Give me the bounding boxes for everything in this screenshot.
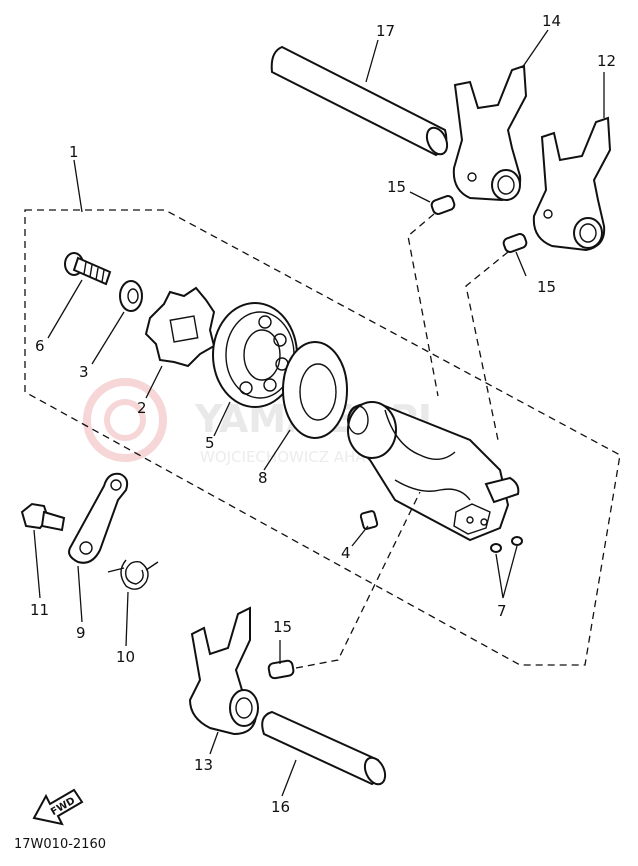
diagram-code: 17W010-2160 — [14, 837, 106, 852]
callout-3: 3 — [79, 363, 89, 381]
washer-8 — [282, 341, 348, 439]
washer-3 — [119, 280, 143, 312]
callout-16: 16 — [271, 798, 290, 816]
pin-4 — [359, 510, 379, 530]
guide-pin-lower — [267, 659, 295, 680]
callout-15-upper-left: 15 — [387, 178, 406, 196]
torsion-spring-10 — [107, 559, 159, 590]
callout-1: 1 — [69, 143, 79, 161]
shift-shaft-upper — [270, 45, 449, 157]
shift-drum — [346, 401, 520, 542]
shift-fork-12 — [532, 116, 612, 252]
callout-15-upper-right: 15 — [537, 278, 556, 296]
shift-shaft-lower — [261, 710, 387, 786]
bolt-11 — [20, 502, 66, 532]
callout-10: 10 — [116, 648, 135, 666]
watermark-sub-text: WOJCIECHOWICZ AHA — [200, 448, 366, 466]
guide-pin-upper-right — [502, 233, 528, 253]
callout-7: 7 — [497, 602, 507, 620]
callout-2: 2 — [137, 399, 147, 417]
callout-17: 17 — [376, 22, 395, 40]
watermark-logo-icon — [83, 378, 167, 462]
assembly-boundary — [24, 209, 621, 666]
shift-fork-14 — [452, 64, 528, 202]
pins-7 — [490, 536, 523, 553]
callout-9: 9 — [76, 624, 86, 642]
callout-labels: 1 2 3 4 5 6 7 8 9 10 11 12 13 14 15 15 1… — [30, 12, 616, 816]
leader-lines — [33, 29, 605, 797]
stopper-lever-9 — [68, 472, 129, 564]
callout-15-lower: 15 — [273, 618, 292, 636]
callout-6: 6 — [35, 337, 45, 355]
callout-14: 14 — [542, 12, 561, 30]
callout-5: 5 — [205, 434, 215, 452]
callout-8: 8 — [258, 469, 268, 487]
forward-arrow-icon: FWD — [32, 788, 84, 826]
bolt-6 — [64, 252, 112, 286]
callout-12: 12 — [597, 52, 616, 70]
segment-plate-2 — [144, 286, 216, 368]
callout-13: 13 — [194, 756, 213, 774]
shift-fork-13 — [188, 606, 259, 736]
guide-pin-upper-left — [430, 195, 456, 215]
connector-lines — [295, 213, 509, 669]
callout-11: 11 — [30, 601, 49, 619]
callout-4: 4 — [341, 544, 351, 562]
